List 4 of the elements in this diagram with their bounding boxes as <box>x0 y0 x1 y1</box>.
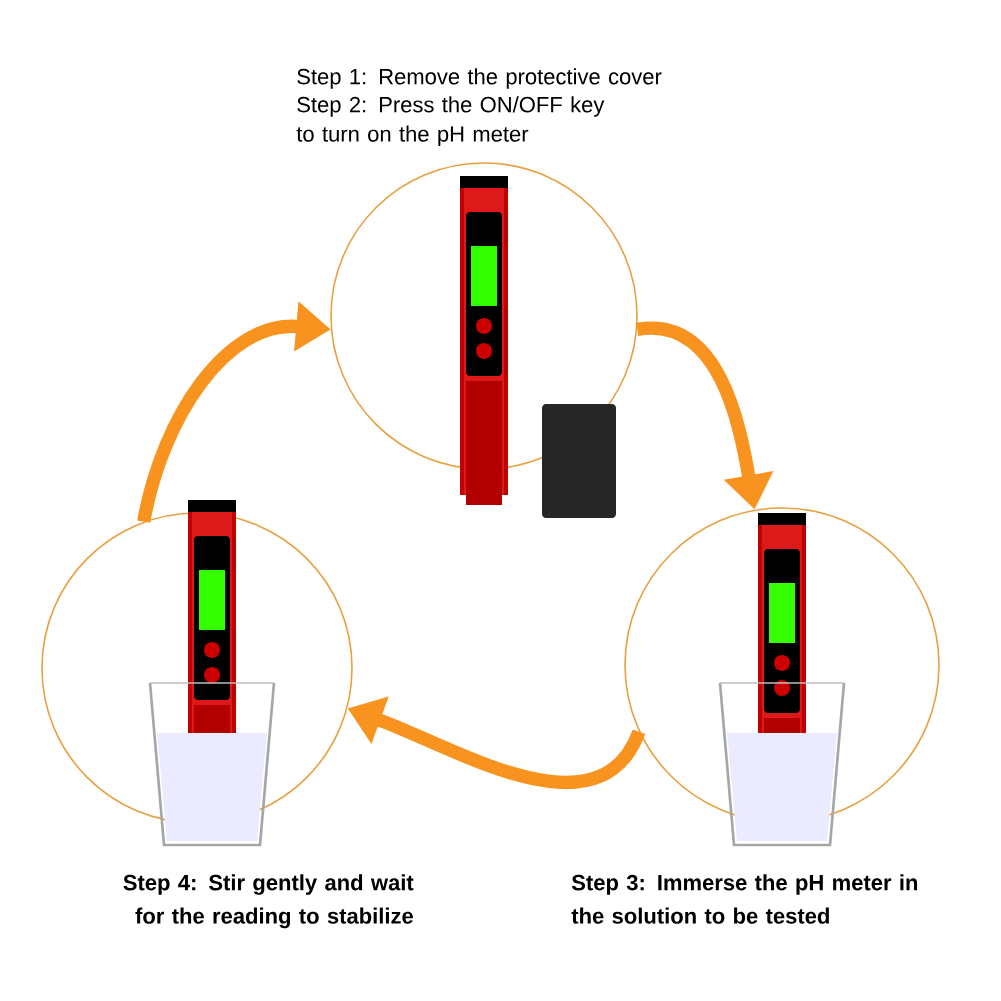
step-caption: Step 4: Stir gently and wait for the reading to stabilize <box>123 874 414 929</box>
step-caption: Step 2: Press the ON/OFF key to turn on the pH meter <box>296 96 605 147</box>
step-caption: Step 1: Remove the protective cover <box>297 68 662 89</box>
step-caption: Step 3: Immerse the pH meter in the solution to be tested <box>571 874 918 924</box>
